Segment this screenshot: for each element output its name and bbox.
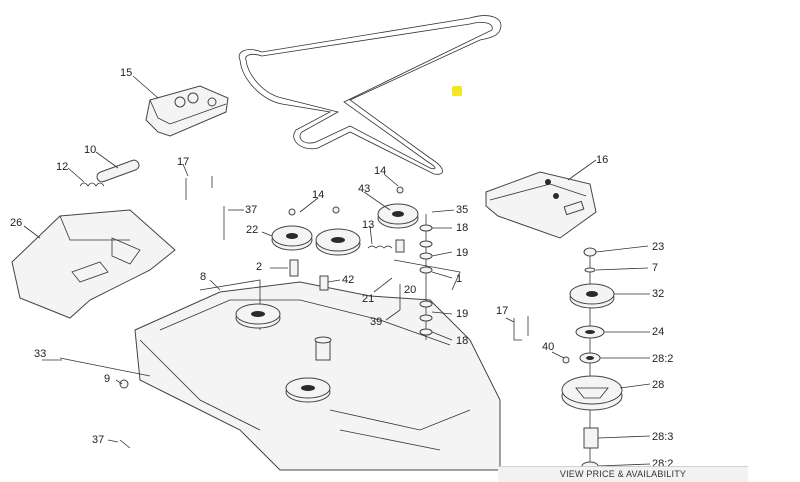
- callout-13: 13: [362, 219, 374, 231]
- callout-18: 18: [456, 222, 468, 234]
- spindle-assembly[interactable]: [561, 247, 623, 471]
- callout-35: 35: [456, 204, 468, 216]
- leader-lines: [23, 75, 651, 467]
- callout-20: 20: [404, 284, 416, 296]
- callout-32: 32: [652, 288, 664, 300]
- callout-28-3: 28:3: [652, 431, 673, 443]
- belt-cover-right[interactable]: [485, 171, 597, 239]
- callout-42: 42: [342, 274, 354, 286]
- callout-9: 9: [104, 373, 110, 385]
- callout-8: 8: [200, 271, 206, 283]
- callout-37-b: 37: [92, 434, 104, 446]
- callout-17-b: 17: [496, 305, 508, 317]
- callout-33: 33: [34, 348, 46, 360]
- callout-39: 39: [370, 316, 382, 328]
- callout-7: 7: [652, 262, 658, 274]
- callout-2: 2: [256, 261, 262, 273]
- callout-28: 28: [652, 379, 664, 391]
- callout-10: 10: [84, 144, 96, 156]
- callout-37: 37: [245, 204, 257, 216]
- callout-43: 43: [358, 183, 370, 195]
- tension-spring[interactable]: [79, 159, 140, 187]
- callout-40: 40: [542, 341, 554, 353]
- idler-pulley-43[interactable]: [315, 228, 361, 256]
- callout-14: 14: [312, 189, 324, 201]
- callout-labels: 15 10 12 17 26 37 14 22 43 14 35 16 13 1…: [10, 67, 673, 470]
- callout-21: 21: [362, 293, 374, 305]
- view-price-availability-button[interactable]: VIEW PRICE & AVAILABILITY: [498, 466, 748, 482]
- hardware: [119, 176, 570, 449]
- callout-28-2: 28:2: [652, 353, 673, 365]
- callout-17: 17: [177, 156, 189, 168]
- idler-pulley-22[interactable]: [271, 225, 313, 251]
- deck-spindle[interactable]: [314, 336, 332, 361]
- belt-cover-left[interactable]: [145, 85, 229, 137]
- deck-pulley-center[interactable]: [285, 377, 331, 403]
- highlight-marker[interactable]: [452, 86, 462, 96]
- callout-12: 12: [56, 161, 68, 173]
- callout-22: 22: [246, 224, 258, 236]
- callout-26: 26: [10, 217, 22, 229]
- deck-pulley-left[interactable]: [235, 303, 281, 329]
- callout-19-b: 19: [456, 308, 468, 320]
- idler-pulley-35[interactable]: [377, 203, 419, 229]
- callout-15: 15: [120, 67, 132, 79]
- callout-14-b: 14: [374, 165, 386, 177]
- deck-shield[interactable]: [11, 209, 176, 319]
- callout-16: 16: [596, 154, 608, 166]
- callout-1: 1: [456, 273, 462, 285]
- callout-23: 23: [652, 241, 664, 253]
- callout-24: 24: [652, 326, 664, 338]
- drive-belt[interactable]: [238, 15, 502, 175]
- mower-deck[interactable]: [59, 279, 501, 471]
- callout-19: 19: [456, 247, 468, 259]
- callout-18-b: 18: [456, 335, 468, 347]
